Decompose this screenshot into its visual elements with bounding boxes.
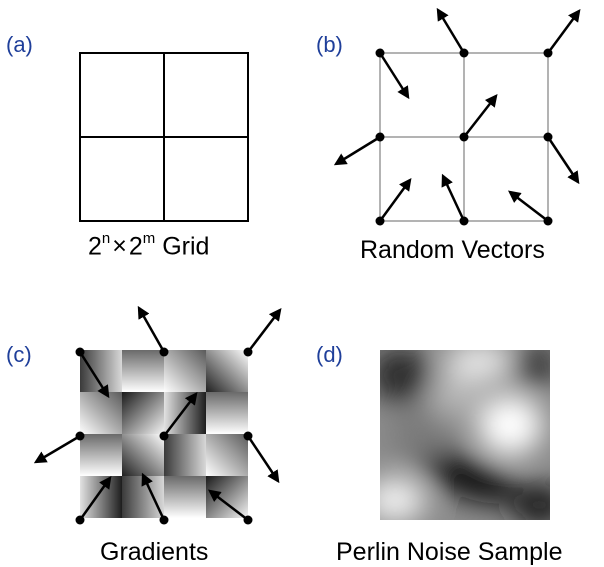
gradient-arrow	[78, 351, 110, 399]
caption-exponent-m: m	[142, 230, 156, 247]
caption-base-1: 2	[88, 232, 102, 261]
grid-node	[375, 48, 385, 58]
gradient-arrow	[33, 434, 81, 464]
panel-label-d: (d)	[316, 342, 343, 367]
grid-node	[159, 347, 169, 357]
noise-dark-blob	[512, 483, 550, 520]
gradient-arrow	[141, 472, 166, 521]
gradient-arrow	[246, 435, 280, 484]
grid-node	[543, 216, 553, 226]
grid-node	[243, 347, 253, 357]
noise-light-blob	[380, 478, 425, 520]
caption-random-vectors: Random Vectors	[360, 236, 545, 264]
panel-label-b: (b)	[316, 32, 343, 57]
gradient-arrow	[163, 392, 198, 437]
panel-b-vector-grid	[333, 7, 581, 226]
vector-arrow	[441, 173, 466, 222]
noise-mid-blob	[430, 375, 480, 415]
panel-d-noise-sample	[380, 350, 550, 520]
gradient-arrow	[137, 305, 166, 353]
grid-node	[375, 216, 385, 226]
vector-arrow	[546, 136, 580, 185]
grid-node	[75, 347, 85, 357]
panel-a-grid	[79, 52, 249, 222]
vector-arrow	[378, 52, 410, 100]
gradient-arrow	[78, 475, 112, 521]
grid-node	[243, 515, 253, 525]
caption-times: ×	[112, 232, 127, 261]
gradient-tile	[122, 476, 164, 518]
gradient-tile	[206, 476, 248, 518]
vector-arrow	[378, 177, 412, 222]
gradient-arrow	[208, 489, 249, 521]
panel-c-gradients	[33, 305, 282, 525]
gradient-arrow	[247, 308, 282, 353]
grid-node	[459, 48, 469, 58]
noise-light-blob	[478, 395, 542, 455]
grid-node	[75, 431, 85, 441]
grid-node	[75, 515, 85, 525]
gradient-tile	[80, 434, 122, 476]
vector-arrow	[333, 135, 381, 166]
grid-node	[159, 515, 169, 525]
grid-node	[243, 431, 253, 441]
vector-arrow	[546, 8, 581, 54]
gradient-tile	[164, 350, 206, 392]
gradient-tile	[206, 434, 248, 476]
grid-node	[543, 132, 553, 142]
noise-dark-blob	[510, 350, 550, 387]
caption-grid-word: Grid	[162, 232, 210, 261]
gradient-tile	[80, 392, 122, 434]
vector-arrow	[508, 190, 549, 222]
panel-label-c: (c)	[6, 342, 32, 367]
gradient-tile	[122, 434, 164, 476]
gradient-tile	[122, 350, 164, 392]
grid-node	[375, 132, 385, 142]
grid-node	[159, 431, 169, 441]
noise-dark-blob	[380, 350, 430, 403]
grid-node	[543, 48, 553, 58]
caption-grid: 2n×2m Grid	[88, 230, 210, 261]
panel-label-a: (a)	[6, 32, 33, 57]
grid-node	[459, 216, 469, 226]
caption-exponent-n: n	[101, 230, 111, 247]
noise-light-blob	[445, 350, 515, 382]
gradient-tile	[206, 392, 248, 434]
noise-mid-blob	[390, 409, 450, 461]
caption-base-2: 2	[128, 232, 143, 261]
vector-arrow	[436, 7, 466, 54]
caption-perlin-noise: Perlin Noise Sample	[336, 538, 563, 566]
gradient-tile	[122, 392, 164, 434]
vector-arrow	[463, 94, 498, 138]
gradient-tile	[206, 350, 248, 392]
caption-gradients: Gradients	[100, 538, 209, 566]
gradient-tile	[164, 476, 206, 518]
gradient-tile	[164, 434, 206, 476]
noise-dark-blob	[422, 452, 518, 504]
grid-node	[459, 132, 469, 142]
